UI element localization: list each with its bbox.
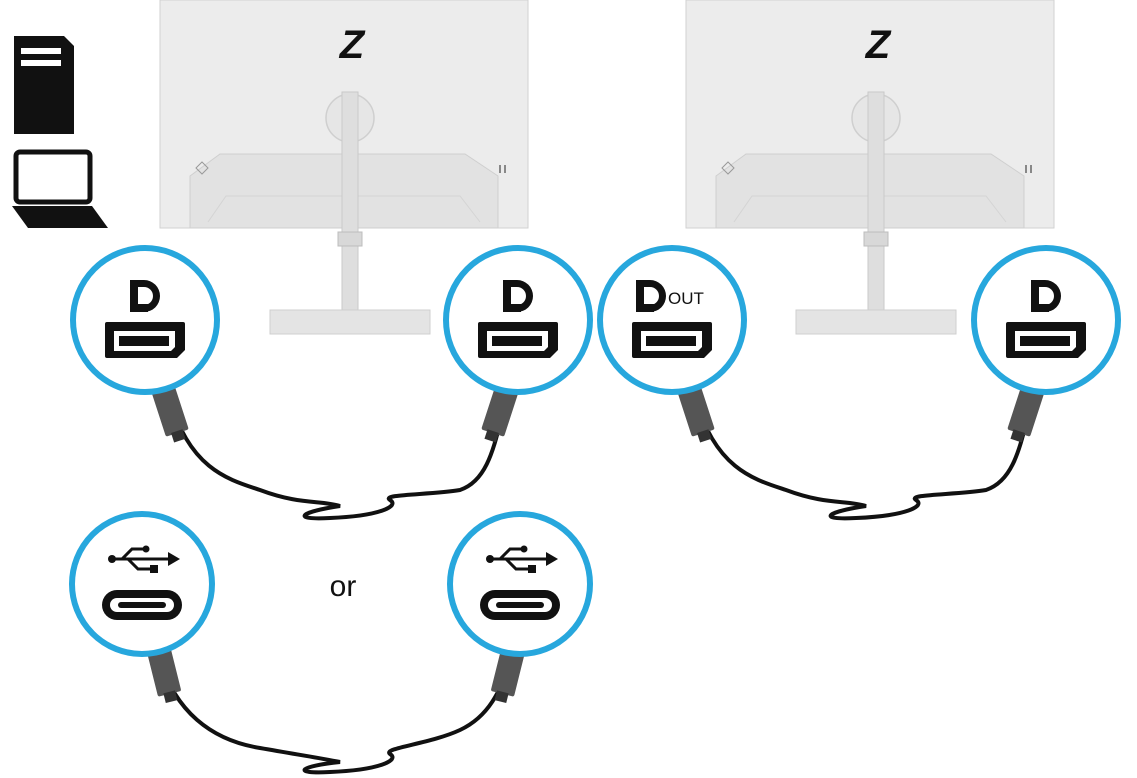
displayport-port-icon — [105, 322, 185, 358]
callout-computer-dp — [70, 245, 220, 395]
callout-monitor2-dp-in — [971, 245, 1121, 395]
monitor-2-logo: Z — [865, 23, 892, 67]
callout-monitor1-dp-in — [443, 245, 593, 395]
monitor-1: Z — [159, 0, 529, 335]
usbc-cable — [142, 628, 530, 775]
dp-cable-2 — [672, 368, 1050, 521]
dp-cable-1 — [146, 368, 524, 521]
monitor-1-logo: Z — [339, 23, 366, 67]
laptop-icon — [12, 149, 108, 228]
usb-c-port-icon — [480, 590, 560, 620]
callout-monitor1-usbc — [447, 511, 593, 657]
desktop-tower-icon — [14, 36, 74, 134]
displayport-port-icon — [478, 322, 558, 358]
monitor-2: Z — [685, 0, 1055, 335]
dp-out-label: OUT — [668, 289, 704, 308]
displayport-port-icon — [632, 322, 712, 358]
displayport-port-icon — [1006, 322, 1086, 358]
callout-monitor1-dp-out: OUT — [597, 245, 747, 395]
connector-choice-label: or — [330, 570, 357, 603]
usb-c-port-icon — [102, 590, 182, 620]
callout-computer-usbc — [69, 511, 215, 657]
